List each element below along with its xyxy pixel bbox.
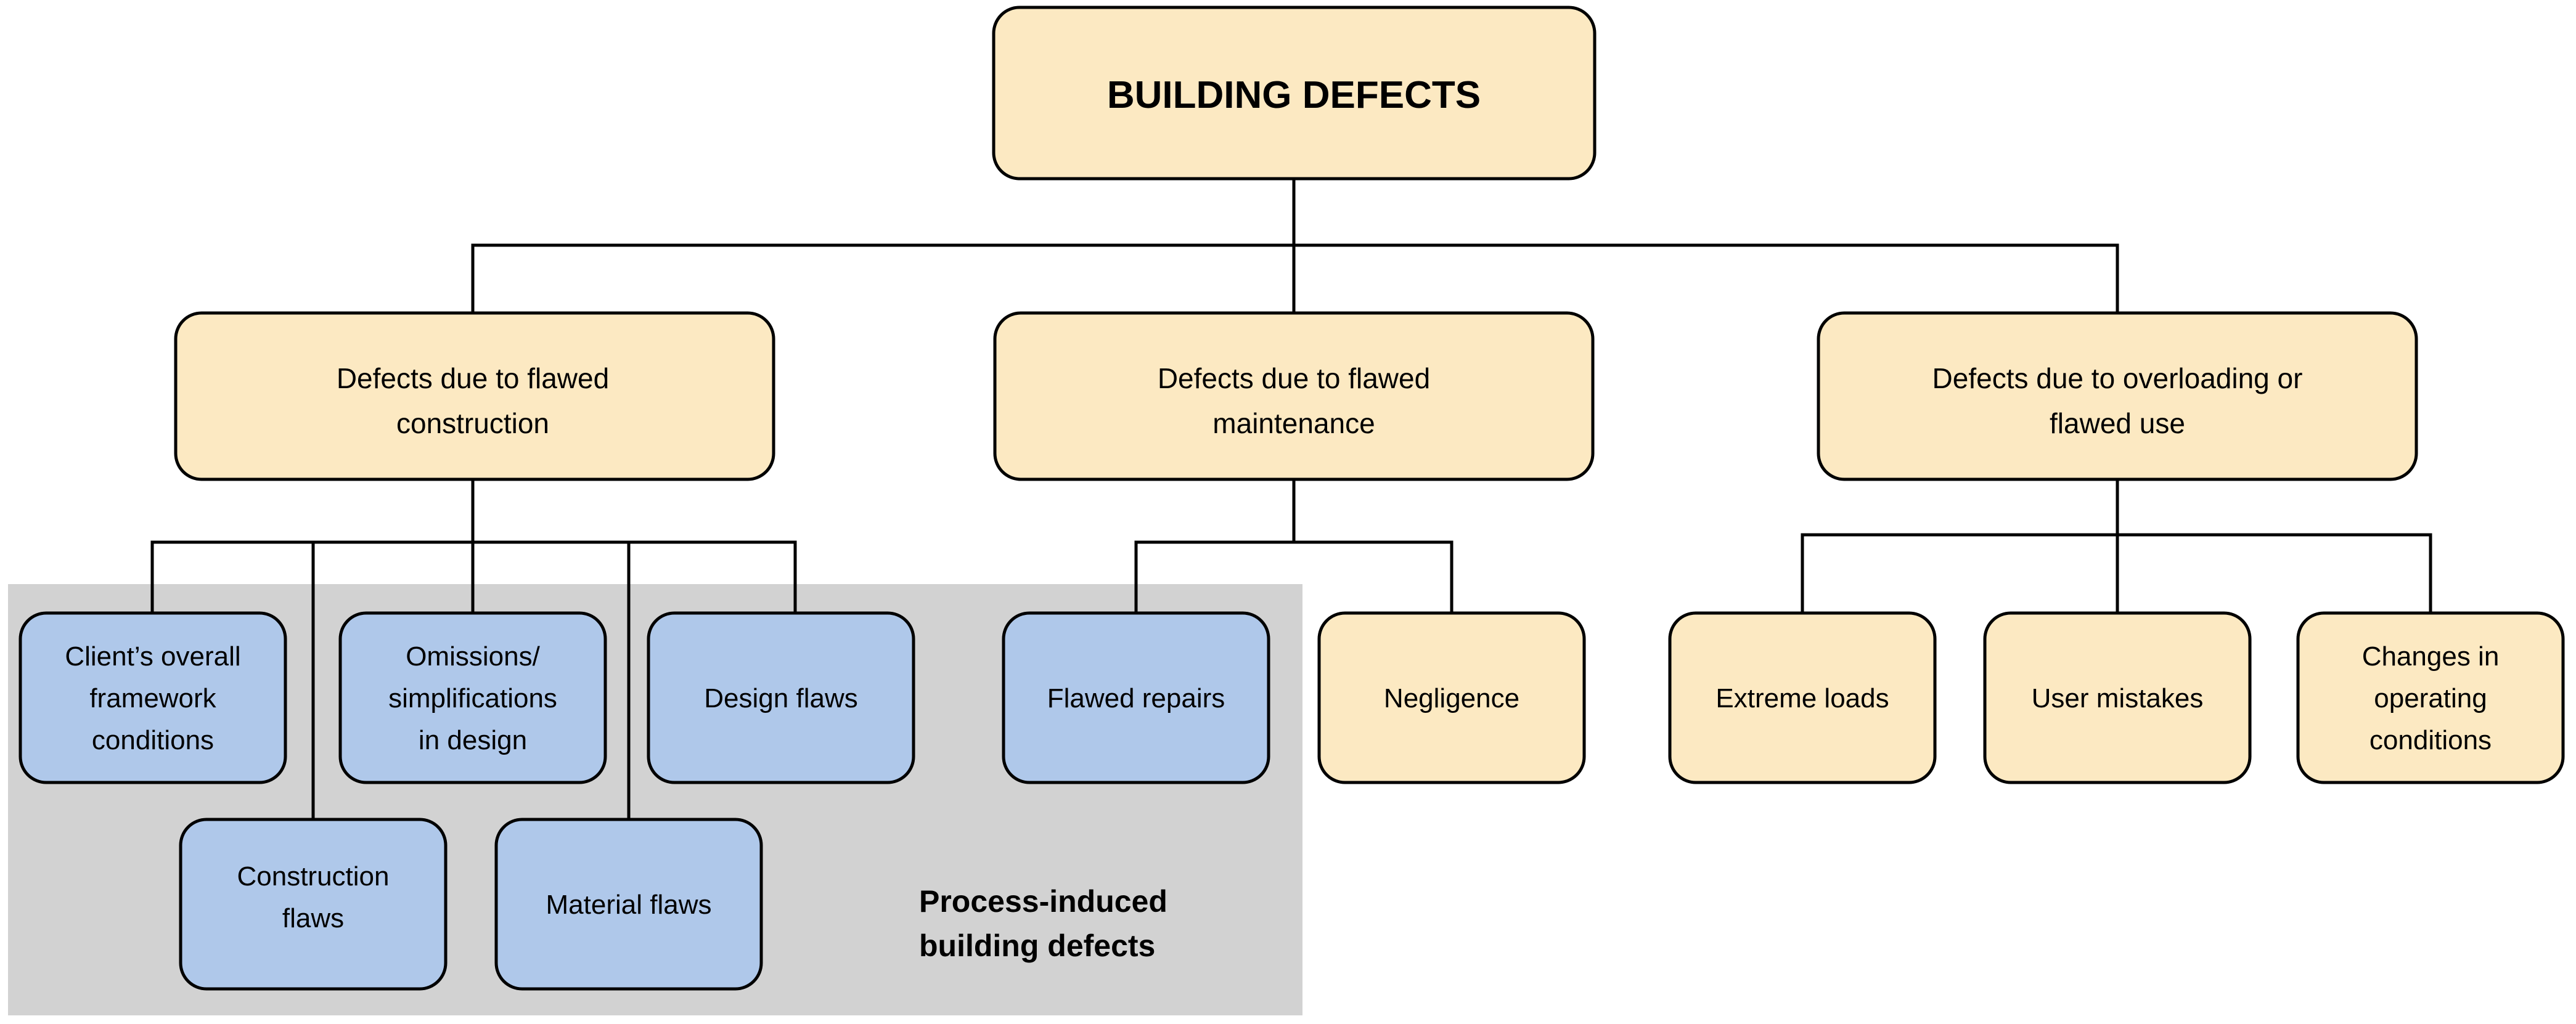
panel-caption-line1: Process-induced [919, 884, 1167, 919]
node-construction-flaws[interactable]: Construction flaws [179, 818, 448, 991]
node-flawed-construction[interactable]: Defects due to flawed construction [174, 311, 775, 481]
node-extreme-loads[interactable]: Extreme loads [1668, 611, 1937, 784]
node-design-flaws[interactable]: Design flaws [647, 611, 915, 784]
node-client-framework-conditions-label-line2: framework [89, 683, 216, 713]
node-overloading-flawed-use[interactable]: Defects due to overloading or flawed use [1817, 311, 2418, 481]
node-omissions-label-line1: Omissions/ [406, 641, 540, 672]
node-negligence[interactable]: Negligence [1317, 611, 1586, 784]
node-client-framework-conditions-label-line3: conditions [92, 725, 214, 755]
node-construction-flaws-label-line2: flaws [282, 903, 344, 933]
node-flawed-construction-label-line2: construction [396, 407, 549, 439]
panel-caption-line2: building defects [919, 929, 1155, 963]
node-changes-in-operating-conditions[interactable]: Changes in operating conditions [2296, 611, 2565, 784]
node-material-flaws-label: Material flaws [546, 890, 712, 920]
node-design-flaws-label: Design flaws [704, 683, 857, 713]
node-changes-operating-label-line1: Changes in [2362, 641, 2500, 672]
node-building-defects[interactable]: BUILDING DEFECTS [992, 6, 1597, 181]
node-overloading-flawed-use-label-line1: Defects due to overloading or [1932, 362, 2303, 394]
process-induced-panel-caption: Process-induced building defects [919, 884, 1167, 963]
node-client-framework-conditions-label-line1: Client’s overall [65, 641, 240, 672]
node-user-mistakes-label: User mistakes [2032, 683, 2204, 713]
node-construction-flaws-label-line1: Construction [237, 861, 389, 892]
node-omissions-label-line3: in design [419, 725, 527, 755]
node-flawed-maintenance[interactable]: Defects due to flawed maintenance [993, 311, 1595, 481]
node-flawed-repairs[interactable]: Flawed repairs [1002, 611, 1270, 784]
node-user-mistakes[interactable]: User mistakes [1983, 611, 2252, 784]
node-changes-operating-label-line3: conditions [2370, 725, 2492, 755]
node-flawed-maintenance-label-line1: Defects due to flawed [1158, 362, 1430, 394]
node-omissions-simplifications-in-design[interactable]: Omissions/ simplifications in design [338, 611, 607, 784]
node-client-framework-conditions[interactable]: Client’s overall framework conditions [18, 611, 287, 784]
node-negligence-label: Negligence [1384, 683, 1519, 713]
node-omissions-label-line2: simplifications [388, 683, 557, 713]
node-flawed-construction-label-line1: Defects due to flawed [337, 362, 609, 394]
node-building-defects-label: BUILDING DEFECTS [1107, 74, 1481, 116]
node-material-flaws[interactable]: Material flaws [494, 818, 763, 991]
node-changes-operating-label-line2: operating [2374, 683, 2487, 713]
node-extreme-loads-label: Extreme loads [1715, 683, 1889, 713]
node-flawed-maintenance-label-line2: maintenance [1212, 407, 1375, 439]
node-flawed-repairs-label: Flawed repairs [1047, 683, 1225, 713]
node-overloading-flawed-use-label-line2: flawed use [2050, 407, 2185, 439]
